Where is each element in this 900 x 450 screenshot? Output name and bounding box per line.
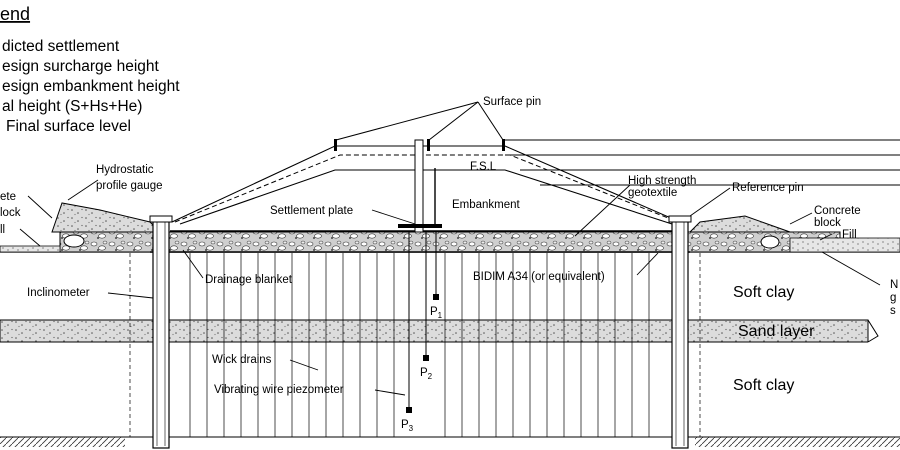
embankment-body — [0, 202, 900, 253]
wick-drains-outer-group — [129, 253, 701, 437]
piezometer-label-p2: P2 — [420, 367, 433, 381]
leader-lines — [19, 169, 881, 396]
label-high-strength-2: geotextile — [628, 187, 677, 199]
label-drainage-blanket: Drainage blanket — [205, 274, 293, 286]
settlement-rod — [414, 139, 424, 233]
label-reference-pin: Reference pin — [732, 182, 804, 194]
legend-item-3: esign embankment height — [2, 78, 180, 95]
legend: end dicted settlement esign surcharge he… — [0, 4, 180, 135]
left-concrete-berm — [51, 202, 162, 233]
surface-pin-left — [334, 139, 337, 151]
label-inclinometer: Inclinometer — [27, 287, 90, 299]
label-concrete-left-1: ete — [0, 191, 16, 203]
fsl-dashed-profile — [174, 154, 679, 223]
label-right-edge-1: N — [890, 279, 898, 291]
base-hatch-left — [0, 437, 125, 447]
right-fill — [789, 237, 900, 253]
label-fill-left: ll — [0, 224, 5, 236]
base-hatch-right — [695, 437, 900, 447]
surface-pin-middle — [427, 139, 430, 151]
label-wick-drains: Wick drains — [212, 354, 272, 366]
inclinometer-right — [671, 219, 689, 449]
label-right-edge-2: g — [890, 292, 896, 304]
inclinometer-left — [152, 219, 170, 449]
wick-drains-group — [189, 253, 650, 437]
label-right-edge-3: s — [890, 305, 896, 317]
drainage-blanket — [59, 231, 841, 253]
surface-pin-right — [502, 139, 505, 151]
surcharge-profile — [179, 169, 673, 225]
legend-item-1: dicted settlement — [2, 38, 120, 55]
piezometer-p3 — [406, 407, 412, 413]
settlement-plate — [398, 139, 442, 233]
soft-clay-lower-layer — [0, 342, 900, 438]
label-surface-pin: Surface pin — [483, 96, 541, 108]
piezometer-p2 — [423, 355, 429, 361]
right-concrete-berm — [688, 215, 791, 233]
label-high-strength-1: High strength — [628, 175, 696, 187]
settlement-plate-base — [398, 224, 442, 228]
legend-title: end — [0, 4, 30, 24]
label-hydrostatic-2: profile gauge — [96, 180, 163, 192]
label-hydrostatic-1: Hydrostatic — [96, 164, 154, 176]
label-concrete-right-1: Concrete — [814, 205, 861, 217]
piezometers: P1 P2 P3 — [401, 232, 443, 433]
legend-item-4: al height (S+Hs+He) — [2, 98, 142, 115]
label-embankment: Embankment — [452, 199, 521, 211]
left-fill — [0, 245, 61, 253]
label-settlement-plate: Settlement plate — [270, 205, 353, 217]
ground-layers — [0, 251, 900, 447]
label-fill-right: Fill — [842, 229, 857, 241]
label-soft-clay-upper: Soft clay — [733, 284, 794, 301]
left-pipe — [63, 234, 85, 248]
inclinometers — [149, 215, 692, 449]
embankment-profile-solid — [171, 145, 681, 223]
labels: Surface pin Hydrostatic profile gauge et… — [0, 96, 898, 396]
legend-item-2: esign surcharge height — [2, 58, 160, 75]
piezometer-label-p1: P1 — [430, 306, 443, 320]
piezometer-p1 — [433, 294, 439, 300]
soft-clay-upper-layer — [0, 252, 900, 320]
label-concrete-left-2: lock — [0, 207, 21, 219]
label-concrete-right-2: block — [814, 217, 841, 229]
label-fsl: F.S.L — [470, 161, 497, 173]
label-sand-layer: Sand layer — [738, 323, 815, 340]
piezometer-label-p3: P3 — [401, 419, 414, 433]
label-vibrating-wire: Vibrating wire piezometer — [214, 384, 344, 396]
label-bidim: BIDIM A34 (or equivalent) — [473, 271, 605, 283]
legend-item-5: Final surface level — [6, 118, 131, 135]
right-pipe — [760, 235, 780, 249]
label-soft-clay-lower: Soft clay — [733, 377, 794, 394]
